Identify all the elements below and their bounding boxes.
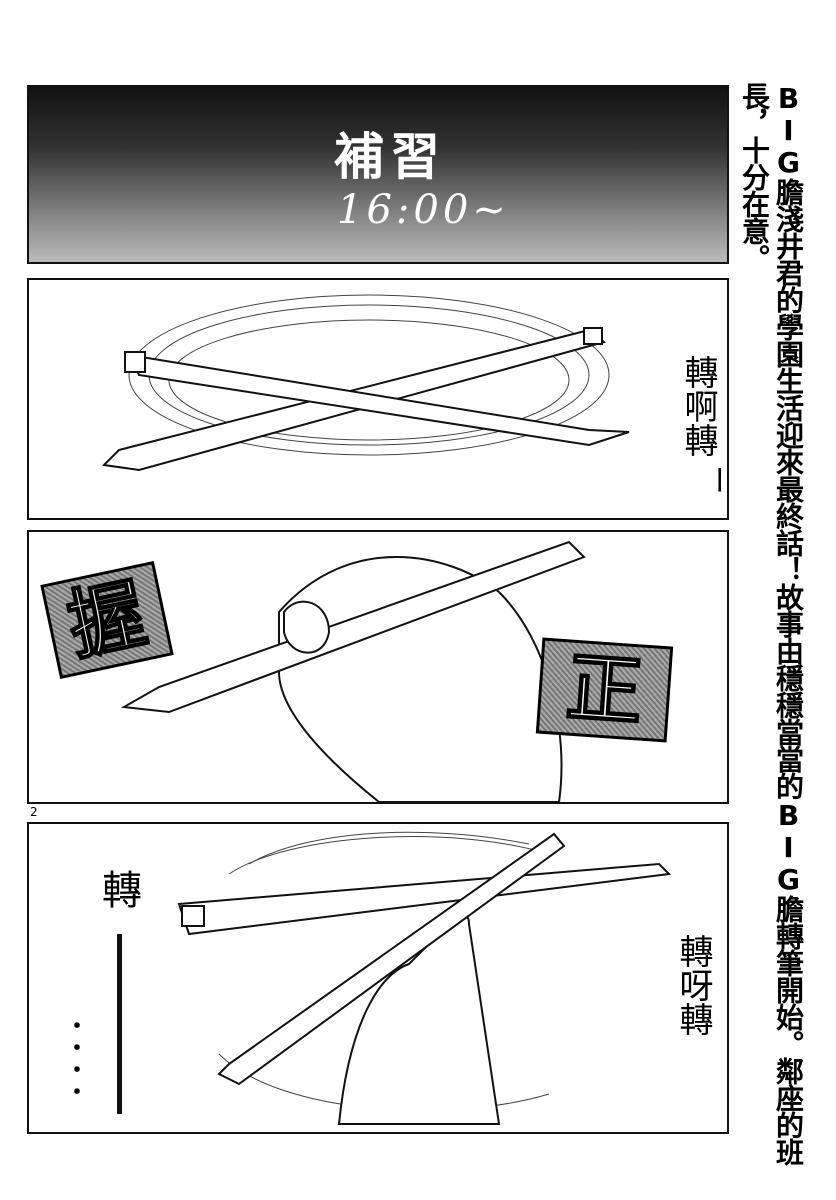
sfx-spinning: 轉啊轉 [678, 355, 718, 457]
page-number: 2 [30, 805, 38, 819]
panel-time: 16:00~ [337, 187, 510, 233]
sfx-dots: ・・・・ [62, 1014, 88, 1102]
side-caption: BIG膽淺井君的學園生活迎來最終話！故事由穩穩當當的BIG膽轉筆開始。鄰座的班長… [738, 82, 805, 1165]
hand-spinning-pens-illustration [177, 831, 672, 1125]
sfx-spinning-around: 轉呀轉 [673, 934, 713, 1036]
sfx-spin: 轉 [95, 869, 141, 909]
sfx-dash: ー [699, 465, 729, 495]
grip-pen-panel: 握 正 [27, 530, 729, 804]
spinning-pen-panel: 轉啊轉 ー [27, 278, 729, 520]
spinning-pens-illustration [101, 294, 630, 472]
panel-title: 補習 [334, 128, 446, 186]
title-panel: 補習 16:00~ [27, 85, 729, 264]
spinning-hand-panel: 轉 ・・・・ 轉呀轉 [27, 822, 729, 1134]
sfx-correct: 正 [535, 637, 674, 743]
hand-holding-pen-illustration [120, 540, 586, 802]
sfx-long-dash [117, 934, 122, 1114]
